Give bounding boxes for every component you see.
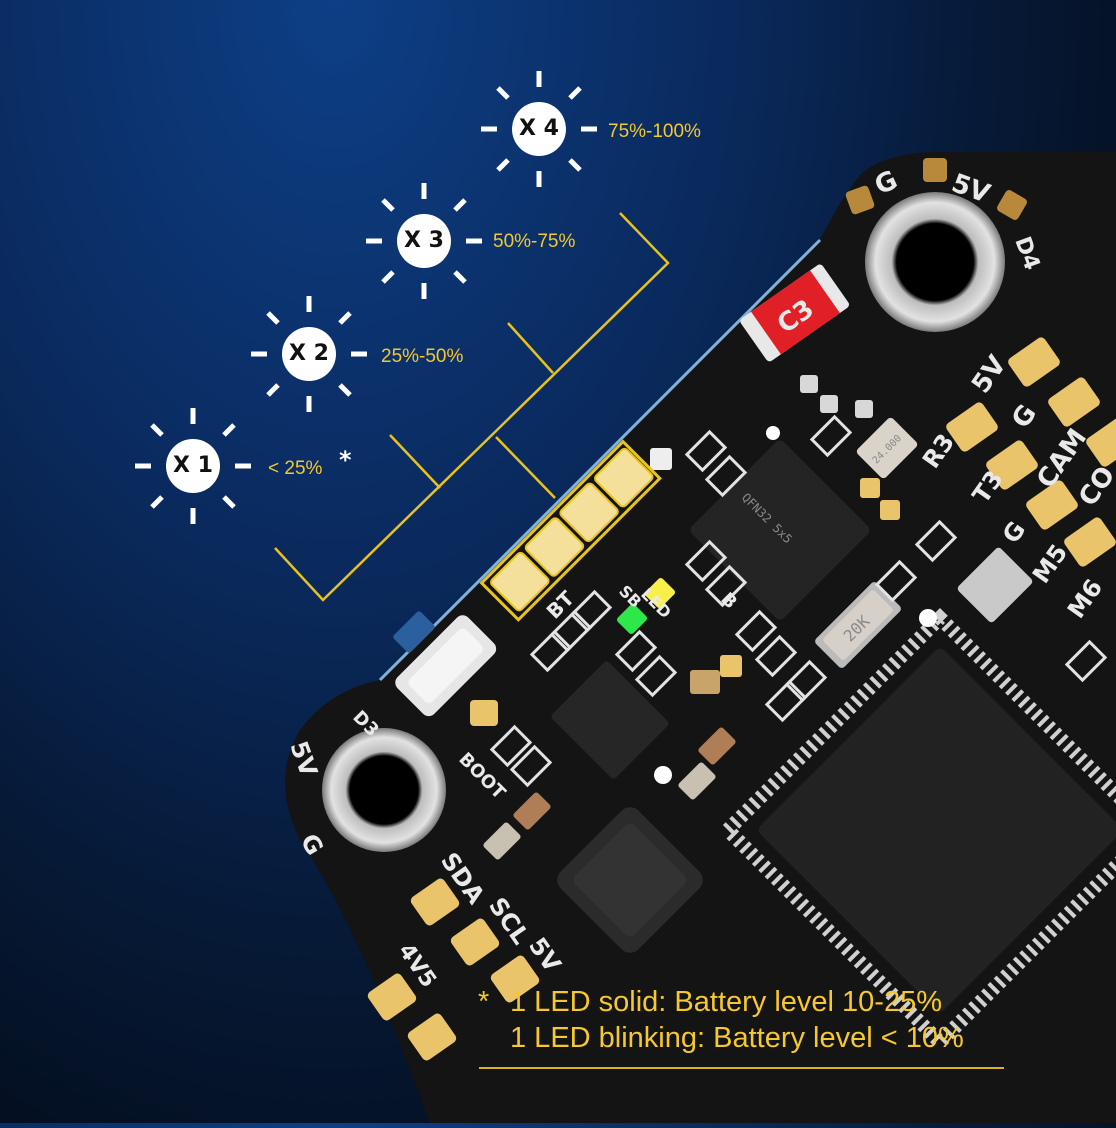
footnote-text-1: 1 LED solid: Battery level 10-25% (510, 986, 942, 1018)
small-chip (551, 661, 669, 779)
mount-hole-left (322, 728, 446, 852)
bracket-lines (274, 212, 670, 602)
footnote-underline (479, 1067, 1004, 1069)
mount-hole-top (865, 192, 1005, 332)
sun-x3 (366, 183, 482, 299)
pcb-edge-glow (378, 238, 822, 682)
indicator-x2-label: X 2 (289, 341, 329, 366)
footnote-line-1: * 1 LED solid: Battery level 10-25% (478, 984, 964, 1020)
indicator-x3-label: X 3 (404, 228, 444, 253)
pad-5v-top (923, 158, 947, 182)
footnote-line-2: 1 LED blinking: Battery level < 10% (478, 1020, 964, 1056)
indicator-x2-range: 25%-50% (381, 346, 464, 367)
c3-component: C3 (740, 264, 849, 362)
footnote: * 1 LED solid: Battery level 10-25% 1 LED… (478, 984, 964, 1056)
sun-x4 (481, 71, 597, 187)
footnote-text-2: 1 LED blinking: Battery level < 10% (510, 1022, 964, 1054)
indicator-x3-range: 50%-75% (493, 231, 576, 252)
crystal: 20K (815, 582, 901, 668)
inductor (557, 807, 703, 953)
indicator-x1-range: < 25% (268, 458, 323, 479)
fiducial-3 (654, 766, 672, 784)
footnote-asterisk: * (478, 986, 490, 1018)
small-crystal: 24.000 (856, 417, 918, 479)
pad-g-top (845, 185, 875, 215)
indicator-x1-label: X 1 (173, 453, 213, 478)
mcu-chip (717, 607, 1116, 1053)
fiducial-1 (766, 426, 780, 440)
indicator-x4-label: X 4 (519, 116, 559, 141)
boot-button (395, 615, 497, 717)
battery-leds (479, 439, 662, 622)
fiducial-2 (919, 609, 937, 627)
sun-x1 (135, 408, 251, 524)
indicator-x4-range: 75%-100% (608, 121, 701, 142)
pad-array-right (367, 337, 1116, 1061)
status-led-blue (393, 611, 435, 653)
led-yellow (644, 577, 676, 609)
indicator-x1-asterisk: * (339, 446, 352, 474)
passives (470, 375, 900, 860)
footprint-outlines (489, 414, 1108, 788)
sun-x2 (251, 296, 367, 412)
barometer (957, 547, 1033, 623)
pad-d4 (997, 190, 1027, 220)
led-green (616, 603, 648, 635)
